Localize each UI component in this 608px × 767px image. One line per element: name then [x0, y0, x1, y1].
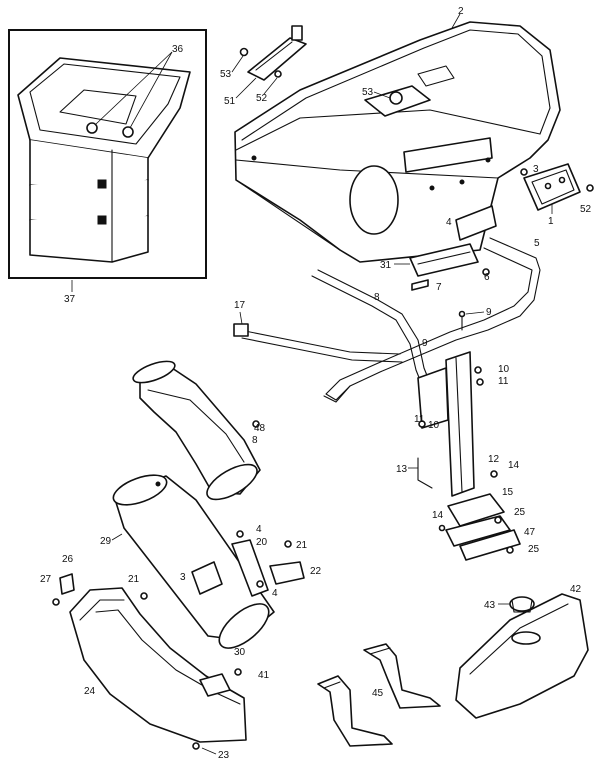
- callout-8b: 8: [252, 435, 258, 446]
- callout-51: 51: [224, 96, 236, 107]
- callout-42: 42: [570, 584, 582, 595]
- callout-25: 25: [514, 507, 526, 518]
- bag-liner: [17, 57, 191, 263]
- discharge-tube: [112, 474, 275, 649]
- callout-14: 14: [508, 460, 520, 471]
- callout-37: 37: [64, 294, 76, 305]
- callout-2: 2: [458, 6, 464, 17]
- callout-14b: 14: [432, 510, 444, 521]
- deflector-chute: [52, 573, 247, 750]
- callout-24: 24: [84, 686, 96, 697]
- callout-20: 20: [256, 537, 268, 548]
- callout-10: 10: [498, 364, 510, 375]
- callout-23: 23: [218, 750, 230, 761]
- callout-43: 43: [484, 600, 496, 611]
- callout-8: 8: [374, 292, 380, 303]
- latch-hardware: [239, 25, 307, 81]
- chute-elbow: [132, 360, 261, 501]
- callout-30: 30: [234, 647, 246, 658]
- callout-11: 11: [498, 376, 509, 387]
- callout-21: 21: [296, 540, 308, 551]
- callout-3: 3: [533, 164, 539, 175]
- mount-post: [417, 310, 498, 497]
- callout-7: 7: [436, 282, 442, 293]
- callout-22: 22: [310, 566, 322, 577]
- plug-17: [233, 323, 249, 337]
- bag-liner-inset: 36 37: [8, 29, 207, 305]
- callout-52: 52: [256, 93, 268, 104]
- callout-53b: 53: [362, 87, 374, 98]
- callout-11b: 11: [414, 414, 425, 425]
- callout-27: 27: [40, 574, 52, 585]
- clamp-plates: [438, 493, 521, 561]
- callout-1: 1: [548, 216, 554, 227]
- callout-31: 31: [380, 260, 392, 271]
- callout-17: 17: [234, 300, 246, 311]
- callout-45: 45: [372, 688, 384, 699]
- callout-25b: 25: [528, 544, 540, 555]
- tube-bracket: [231, 530, 305, 597]
- callout-53: 53: [220, 69, 232, 80]
- callout-48: 48: [254, 423, 266, 434]
- door-handle: [520, 163, 594, 211]
- callout-4b: 4: [256, 524, 262, 535]
- callout-52b: 52: [580, 204, 592, 215]
- callout-5: 5: [534, 238, 540, 249]
- callout-13: 13: [396, 464, 408, 475]
- callout-3b: 3: [180, 572, 186, 583]
- callout-4c: 4: [272, 588, 278, 599]
- counterweight: [455, 593, 589, 719]
- callout-6: 6: [484, 272, 490, 283]
- callout-36: 36: [172, 44, 184, 55]
- callout-12: 12: [488, 454, 500, 465]
- bagger-cover: [234, 21, 561, 263]
- callout-21b: 21: [128, 574, 140, 585]
- callout-26: 26: [62, 554, 74, 565]
- callout-15: 15: [502, 487, 514, 498]
- callout-29: 29: [100, 536, 112, 547]
- callout-41: 41: [258, 670, 270, 681]
- callout-47: 47: [524, 527, 536, 538]
- hinge-brackets: [409, 205, 497, 291]
- weight-brackets: [317, 643, 441, 747]
- callout-4: 4: [446, 217, 452, 228]
- callout-10b: 10: [428, 420, 440, 431]
- callout-9b: 9: [422, 338, 428, 349]
- callout-9: 9: [486, 307, 492, 318]
- frame-tubes: [239, 237, 541, 403]
